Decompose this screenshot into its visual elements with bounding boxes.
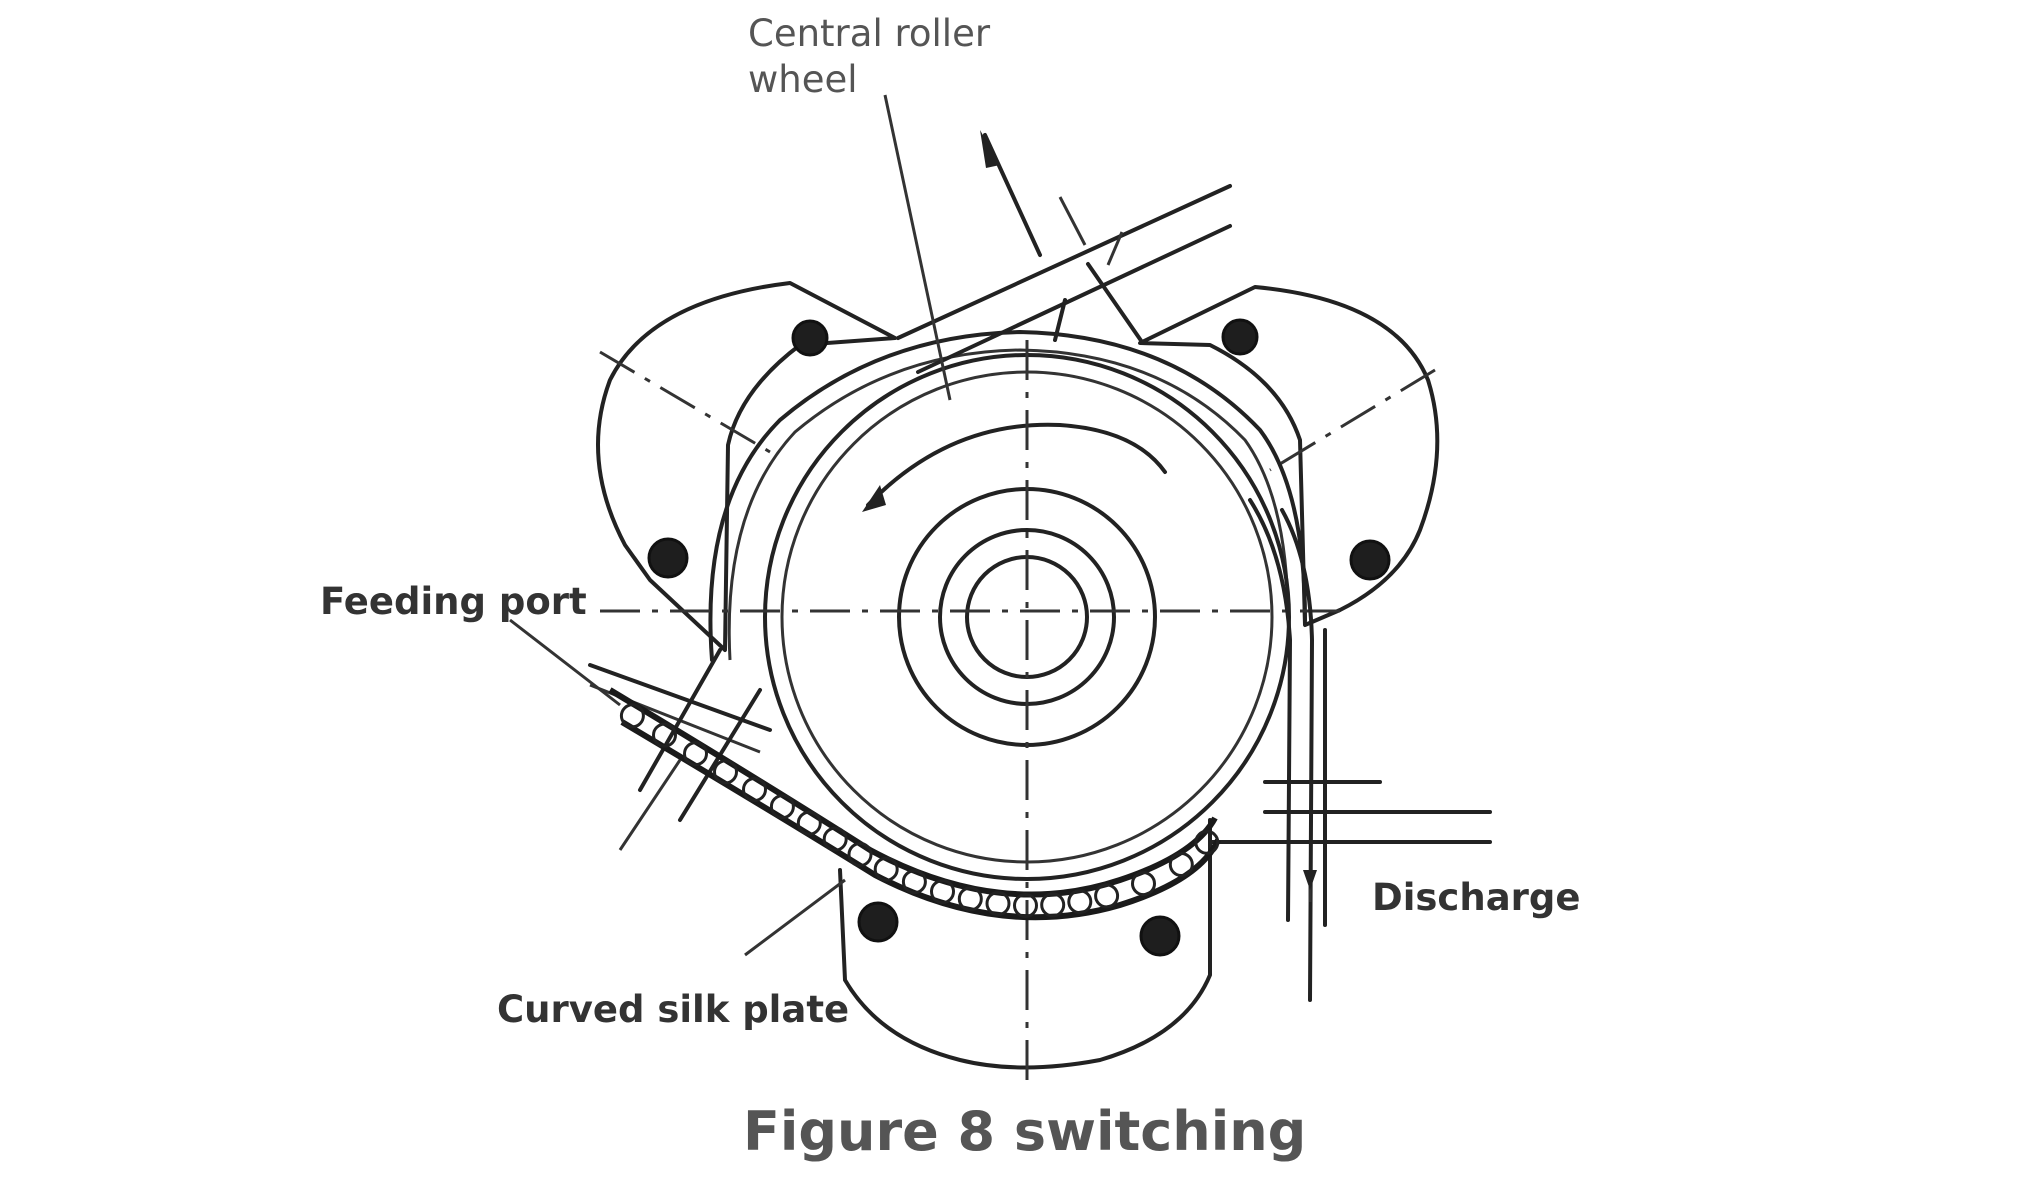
discharge-arrowhead <box>1303 870 1317 890</box>
pellet <box>1131 871 1156 897</box>
top-arrow-stem <box>983 133 1042 257</box>
left-housing-lobe <box>596 281 897 652</box>
pellet <box>796 810 822 836</box>
leader-central-roller <box>883 94 952 401</box>
left-lobe-axis <box>599 350 771 454</box>
pellet <box>1168 852 1194 877</box>
leader-feeding-port <box>509 618 621 707</box>
pellet <box>1094 883 1120 909</box>
label-central-roller-line1: Central roller <box>748 12 991 55</box>
label-feeding-port: Feeding port <box>320 580 587 623</box>
pellet <box>822 826 848 852</box>
pellet <box>901 869 927 895</box>
pellet <box>930 879 955 905</box>
pellet <box>985 891 1011 916</box>
label-central-roller-line2: wheel <box>748 58 858 101</box>
figure-caption: Figure 8 switching <box>743 1100 1306 1163</box>
label-curved-silk-plate: Curved silk plate <box>497 988 849 1031</box>
pellet <box>957 886 983 912</box>
pellet <box>683 741 708 767</box>
outer-guard-ring <box>708 330 1307 662</box>
right-lobe-axis <box>1269 368 1436 472</box>
pellet <box>652 722 677 748</box>
top-chute-end <box>1053 298 1067 342</box>
feed-chute-side <box>638 648 722 792</box>
pellet <box>619 703 645 729</box>
top-chute-lower <box>916 224 1232 374</box>
label-discharge: Discharge <box>1372 876 1581 919</box>
outer-guard-ring-inner <box>727 348 1290 661</box>
top-tick-1 <box>1058 196 1087 246</box>
rotation-arrow <box>866 422 1167 507</box>
material-pellets <box>619 703 1220 918</box>
feed-chute-tail <box>618 759 682 851</box>
bolt-mid-right <box>1349 539 1391 581</box>
bolt-bottom-left <box>857 901 899 943</box>
discharge-chute-inner <box>1248 498 1292 922</box>
bolt-mid-left <box>647 537 689 579</box>
discharge-chute-outer <box>1280 508 1314 1002</box>
top-tick-2 <box>1106 231 1124 266</box>
bottom-housing-lobe <box>838 818 1212 1070</box>
right-housing-lobe <box>1138 285 1440 627</box>
pellet <box>769 794 795 820</box>
bolt-top-left <box>791 319 829 357</box>
top-chute-upper <box>896 184 1232 340</box>
pellet <box>847 842 873 867</box>
bolt-top-right <box>1221 318 1259 356</box>
pellet <box>1040 892 1066 918</box>
pellet <box>873 856 899 882</box>
curved-silk-plate-inner <box>620 719 1221 921</box>
pellet <box>713 759 738 785</box>
leader-curved-plate <box>744 878 846 957</box>
pellet <box>742 777 767 802</box>
top-arrowhead <box>980 130 1000 168</box>
curved-silk-plate-outer <box>608 687 1218 898</box>
top-guide-vertical <box>1086 262 1144 344</box>
pellet <box>1013 893 1038 918</box>
pellet <box>1067 889 1093 915</box>
bolt-bottom-right <box>1139 915 1181 957</box>
pellet <box>1194 829 1220 855</box>
rotation-arrowhead <box>862 485 886 512</box>
